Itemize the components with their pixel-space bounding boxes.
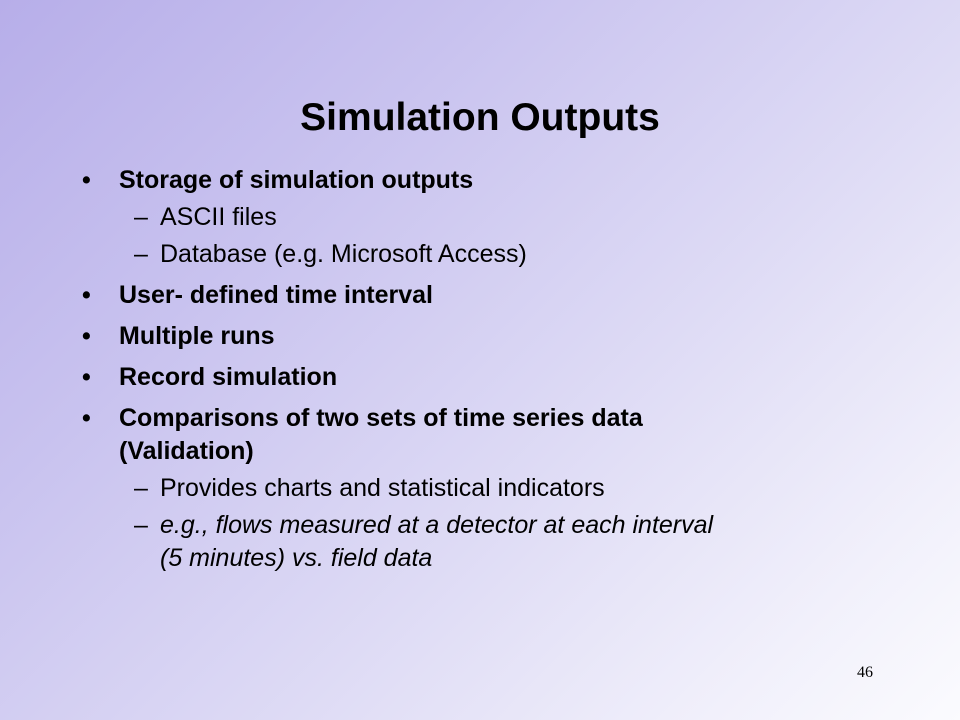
bullet-icon: • (82, 281, 91, 309)
sub-text: Provides charts and statistical indicato… (160, 474, 605, 502)
sub-item-charts: – Provides charts and statistical indica… (82, 472, 902, 505)
sub-item-example: – e.g., flows measured at a detector at … (82, 509, 902, 575)
sub-text: ASCII files (160, 203, 277, 231)
bullet-text: User- defined time interval (119, 281, 433, 309)
bullet-item-multiple-runs: • Multiple runs (82, 320, 902, 353)
bullet-item-comparisons: • Comparisons of two sets of time series… (82, 402, 902, 468)
dash-icon: – (134, 511, 148, 539)
bullet-icon: • (82, 322, 91, 350)
bullet-text: Storage of simulation outputs (119, 166, 474, 194)
slide-title: Simulation Outputs (300, 96, 660, 139)
dash-icon: – (134, 240, 148, 268)
sub-text-line1: e.g., flows measured at a detector at ea… (160, 511, 714, 539)
bullet-item-storage: • Storage of simulation outputs (82, 164, 902, 197)
page-number: 46 (857, 664, 873, 681)
sub-text: Database (e.g. Microsoft Access) (160, 240, 527, 268)
bullet-icon: • (82, 404, 91, 432)
sub-item-database: – Database (e.g. Microsoft Access) (82, 238, 902, 271)
dash-icon: – (134, 474, 148, 502)
bullet-text-line1: Comparisons of two sets of time series d… (119, 404, 643, 432)
bullet-text-line2: (Validation) (119, 437, 254, 465)
sub-item-ascii: – ASCII files (82, 201, 902, 234)
sub-text-line2: (5 minutes) vs. field data (160, 544, 433, 572)
dash-icon: – (134, 203, 148, 231)
bullet-list: • Storage of simulation outputs – ASCII … (82, 164, 902, 575)
bullet-item-time-interval: • User- defined time interval (82, 279, 902, 312)
bullet-icon: • (82, 166, 91, 194)
bullet-item-record: • Record simulation (82, 361, 902, 394)
bullet-text: Multiple runs (119, 322, 275, 350)
bullet-text: Record simulation (119, 363, 338, 391)
bullet-icon: • (82, 363, 91, 391)
